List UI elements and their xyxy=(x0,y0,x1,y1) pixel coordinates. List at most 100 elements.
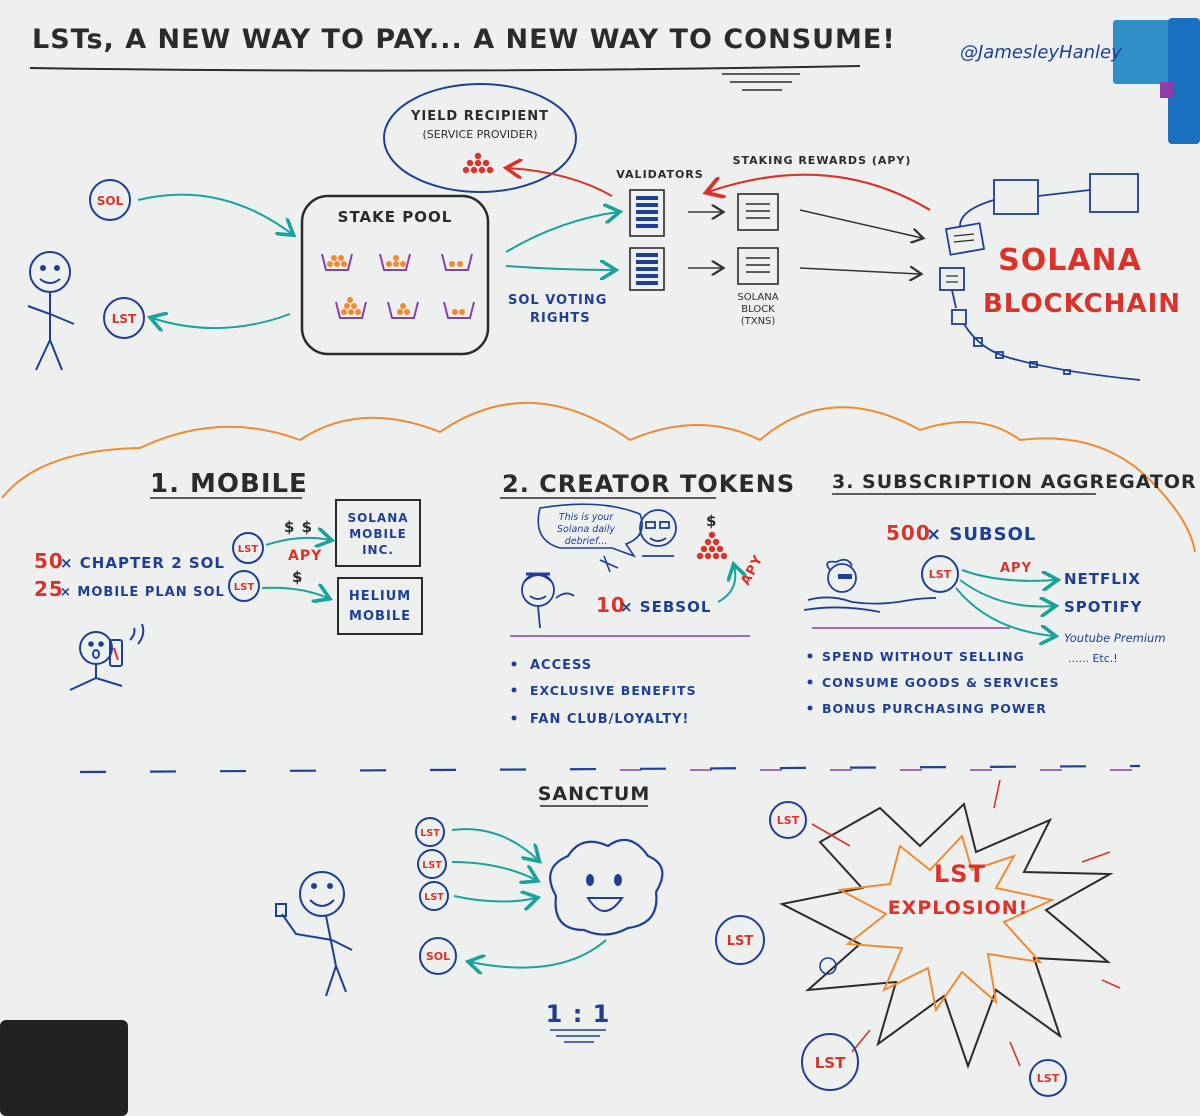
chain-block-lines xyxy=(946,233,975,283)
marker-tray xyxy=(0,1020,128,1116)
sanctum-sol-label: SOL xyxy=(426,950,450,963)
subscription-lst-label: LST xyxy=(929,568,952,581)
sol-coin-label: SOL xyxy=(97,194,124,208)
cloud-eye-left xyxy=(586,874,594,886)
explosion-lst-coin-2 xyxy=(801,1033,859,1091)
arrow-sub-netflix xyxy=(961,569,1056,581)
blockchain-title: BLOCKCHAIN xyxy=(983,289,1181,319)
sol-voting-label: SOL VOTING xyxy=(508,293,607,308)
explosion-lst-coin-3 xyxy=(1029,1059,1067,1097)
sub-bullet-dot-0 xyxy=(807,653,813,659)
sub-bullet-2: BONUS PURCHASING POWER xyxy=(822,701,1047,716)
explosion-line2: EXPLOSION! xyxy=(888,897,1029,919)
solana-block-1-lines xyxy=(746,203,770,219)
sanctum-lst-coin-2 xyxy=(419,881,449,911)
arrow-pool-to-validator-2 xyxy=(505,266,614,270)
sub-bullet-1: CONSUME GOODS & SERVICES xyxy=(822,675,1059,690)
swimmer-sunglasses xyxy=(838,574,852,579)
arrow-sub-youtube xyxy=(955,587,1054,636)
explosion-starburst xyxy=(778,802,1114,1069)
arrow-pool-to-lst xyxy=(152,314,291,328)
sub-bullet-dot-1 xyxy=(807,679,813,685)
creator-dollar: $ xyxy=(706,512,717,530)
sanctum-lst-label-0: LST xyxy=(420,828,440,839)
speech-line-1: This is your xyxy=(559,512,614,523)
arrow-staking-rewards xyxy=(708,173,931,211)
stake-pool-tokens xyxy=(327,255,465,315)
service-netflix: NETFLIX xyxy=(1064,570,1141,588)
helium-mobile-box xyxy=(337,577,423,635)
sanctum-lst-coin-1 xyxy=(417,849,447,879)
validators-label: VALIDATORS xyxy=(616,168,703,181)
yield-recipient-label: YIELD RECIPIENT xyxy=(410,109,549,124)
subscription-token: × SUBSOL xyxy=(926,524,1036,545)
swimmer-figure xyxy=(803,558,937,613)
stake-pool-label: STAKE POOL xyxy=(338,208,453,226)
arrow-creator-apy xyxy=(717,566,735,603)
sanctum-heading: SANCTUM xyxy=(538,783,651,805)
solana-block-2 xyxy=(737,247,779,285)
mobile-line2-count: 25 xyxy=(34,577,64,601)
solana-title: SOLANA xyxy=(998,243,1142,278)
sanctum-cloud xyxy=(549,838,664,936)
solana-mobile-line2: MOBILE xyxy=(349,527,407,541)
service-provider-label: (SERVICE PROVIDER) xyxy=(422,128,537,141)
yield-token-pile xyxy=(462,152,494,174)
marker-band xyxy=(1160,82,1174,98)
explosion-line1: LST xyxy=(934,860,986,888)
subscription-lst-coin xyxy=(921,555,959,593)
cloud-eye-right xyxy=(614,874,622,886)
service-spotify: SPOTIFY xyxy=(1064,598,1143,616)
solana-block-1 xyxy=(737,193,779,231)
lst-coin-label: LST xyxy=(112,312,137,326)
sanctum-ratio: 1 : 1 xyxy=(546,1000,611,1028)
arrow-sol-to-pool xyxy=(137,193,292,234)
mobile-apy: APY xyxy=(288,548,322,564)
voting-rights-label: RIGHTS xyxy=(530,311,591,326)
cloud-divider xyxy=(1,401,1196,553)
explosion-lst-coin-1 xyxy=(715,915,765,965)
solana-mobile-line3: INC. xyxy=(362,543,394,557)
creator-count: 10 xyxy=(596,593,626,617)
sanctum-lst-coin-0 xyxy=(415,817,445,847)
mobile-heading: 1. MOBILE xyxy=(150,469,308,499)
mobile-lst-label-1: LST xyxy=(238,544,259,555)
creator-token: × SEBSOL xyxy=(620,598,711,616)
arrow-mobile-lst1 xyxy=(265,538,330,545)
creator-face xyxy=(639,509,677,557)
solana-mobile-box xyxy=(335,499,421,567)
phone-accent xyxy=(113,647,119,661)
arrow-sanctum-out xyxy=(470,939,607,968)
mobile-line1-text: × CHAPTER 2 SOL xyxy=(60,554,225,572)
explosion-lst-label-0: LST xyxy=(777,814,800,827)
solana-block-label-3: (TXNS) xyxy=(741,316,776,327)
explosion-lst-label-2: LST xyxy=(815,1054,846,1072)
blockchain-chain xyxy=(939,173,1141,381)
title-underline xyxy=(29,65,861,72)
explosion-motion-lines xyxy=(811,779,1121,1067)
validator-2-scribble xyxy=(636,253,658,285)
staking-rewards-label: STAKING REWARDS (APY) xyxy=(733,154,912,167)
mobile-line1-count: 50 xyxy=(34,549,64,573)
arrow-sub-spotify xyxy=(959,579,1054,606)
creator-bullet-1: EXCLUSIVE BENEFITS xyxy=(530,683,697,698)
mobile-line2-text: × MOBILE PLAN SOL xyxy=(60,585,225,600)
creator-token-pile xyxy=(696,531,728,560)
author-handle: @JamesleyHanley xyxy=(960,42,1122,63)
service-youtube: Youtube Premium xyxy=(1064,631,1166,645)
mobile-lst-coin-1 xyxy=(232,532,264,564)
creator-heading: 2. CREATOR TOKENS xyxy=(502,470,795,498)
creator-plug-icon xyxy=(599,555,619,573)
speech-line-3: debrief... xyxy=(565,536,608,547)
lst-coin xyxy=(103,297,145,339)
stake-pool-box xyxy=(300,194,490,356)
explosion-inner xyxy=(836,834,1056,1013)
sub-bullet-dot-2 xyxy=(807,705,813,711)
phone-user-figure xyxy=(69,623,145,691)
arrow-sanctum-in-0 xyxy=(451,828,538,860)
subscription-count: 500 xyxy=(886,521,931,545)
validator-1-scribble xyxy=(636,196,658,228)
sanctum-sol-coin xyxy=(419,937,457,975)
validator-node-1 xyxy=(629,189,665,237)
